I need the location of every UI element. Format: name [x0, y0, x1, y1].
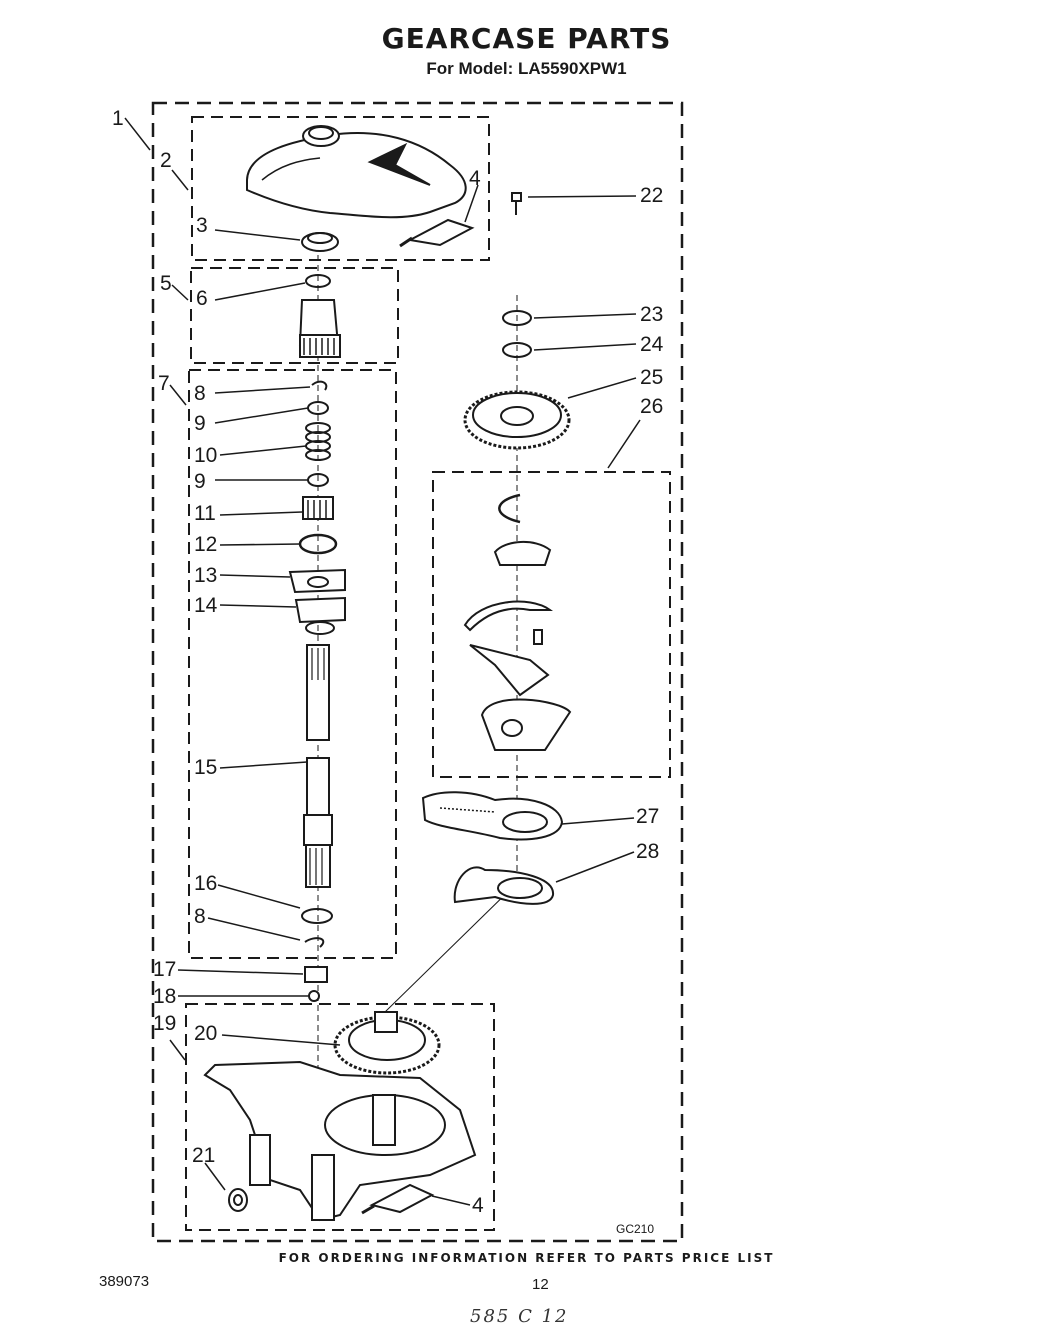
callout-21: 21 [192, 1144, 215, 1167]
callout-16: 16 [194, 872, 217, 895]
callout-22: 22 [640, 184, 663, 207]
page-number: 12 [532, 1276, 549, 1293]
callout-3: 3 [196, 214, 208, 237]
grease-tube-top [399, 218, 475, 248]
document-number: 389073 [99, 1273, 150, 1290]
washer-part-16 [301, 908, 333, 924]
snap-ring-8-bottom [304, 937, 325, 948]
assembly-boundary-box [151, 101, 684, 1243]
shift-lever-part-27 [421, 791, 564, 841]
shifter-assembly-part-26 [463, 493, 572, 751]
callout-26: 26 [640, 395, 663, 418]
callout-9-bottom: 9 [194, 470, 206, 493]
callout-8-top: 8 [194, 382, 206, 405]
ordering-notice: FOR ORDERING INFORMATION REFER TO PARTS … [278, 1251, 775, 1265]
callout-7: 7 [158, 372, 170, 395]
washer-part-23 [502, 310, 532, 326]
bushing-part-21 [228, 1188, 248, 1212]
seal-part-3 [301, 232, 339, 252]
link-line-to-gear [384, 879, 521, 1013]
callout-6: 6 [196, 287, 208, 310]
callout-17: 17 [153, 958, 176, 981]
gear-part-11 [302, 496, 334, 520]
subassembly-box-26 [432, 471, 671, 778]
clutch-part-14 [294, 596, 346, 635]
callout-20: 20 [194, 1022, 217, 1045]
callout-24: 24 [640, 333, 664, 356]
callout-23: 23 [640, 303, 663, 326]
drive-gear-part-25 [463, 390, 571, 450]
handwritten-note: 585 C 12 [470, 1306, 569, 1327]
callout-8-bottom: 8 [194, 905, 206, 928]
callout-10: 10 [194, 444, 217, 467]
leader-lines [124, 117, 641, 1206]
fork-part-28 [453, 866, 555, 905]
snap-ring-8-top [311, 380, 328, 391]
callout-1: 1 [112, 107, 124, 130]
callout-18: 18 [153, 985, 176, 1008]
subassembly-box-7 [188, 369, 397, 959]
callout-12: 12 [194, 533, 217, 556]
bearing-part-13 [288, 568, 346, 594]
model-subtitle: For Model: LA5590XPW1 [426, 59, 627, 78]
callout-4-bottom: 4 [472, 1194, 484, 1217]
callout-13: 13 [194, 564, 217, 587]
callout-27: 27 [636, 805, 659, 828]
agitator-shaft-part-15 [303, 644, 333, 888]
subassembly-box-5 [190, 267, 399, 364]
diagram-code: GC210 [616, 1222, 655, 1236]
page-title: GEARCASE PARTS [381, 22, 672, 55]
callout-2: 2 [160, 149, 172, 172]
subassembly-box-2 [191, 116, 490, 261]
screw-part-22 [511, 192, 522, 215]
callout-labels: 1 2 3 4 22 5 6 23 24 7 8 9 25 26 10 9 11… [112, 107, 664, 1217]
washer-part-24 [502, 342, 532, 358]
pinion-part-6 [298, 274, 341, 358]
callout-9-top: 9 [194, 412, 206, 435]
gearcase-cover-part [246, 125, 467, 219]
ball-part-18 [308, 990, 320, 1002]
callout-15: 15 [194, 756, 217, 779]
gearcase-base-part-19 [203, 1060, 477, 1222]
callout-4-top: 4 [469, 167, 481, 190]
grease-tube-bottom [361, 1183, 435, 1215]
subassembly-box-19 [185, 1003, 495, 1231]
callout-5: 5 [160, 272, 172, 295]
callout-28: 28 [636, 840, 659, 863]
bushing-part-17 [304, 966, 328, 983]
callout-14: 14 [194, 594, 218, 617]
callout-19: 19 [153, 1012, 176, 1035]
gear-part-20 [333, 1011, 441, 1075]
callout-25: 25 [640, 366, 663, 389]
callout-11: 11 [194, 502, 216, 525]
